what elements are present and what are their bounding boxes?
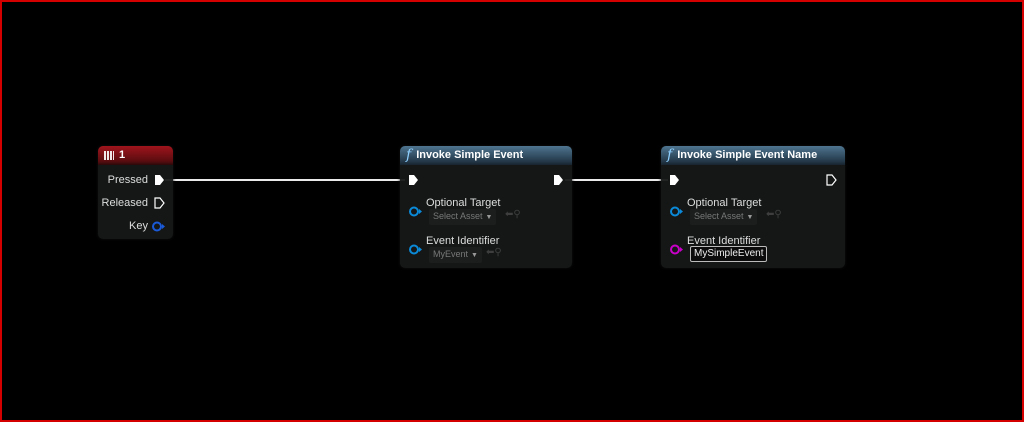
optional-target-pin[interactable] [670, 206, 683, 217]
chevron-down-icon: ▼ [485, 214, 493, 221]
function-icon: f [667, 147, 673, 163]
search-icon[interactable]: ⚲ [494, 247, 502, 258]
optional-target-pin[interactable] [409, 206, 422, 217]
pin-label-key: Key [129, 220, 148, 232]
pin-label-pressed: Pressed [107, 174, 148, 186]
arrow-left-icon[interactable]: ⬅ [505, 209, 514, 220]
event-identifier-label: Event Identifier [426, 235, 500, 247]
chevron-down-icon: ▼ [746, 214, 754, 221]
arrow-left-icon[interactable]: ⬅ [766, 209, 775, 220]
chevron-down-icon: ▼ [471, 252, 478, 259]
pin-label-released: Released [101, 197, 148, 209]
invoke-simple-event-name-node[interactable]: f Invoke Simple Event Name Optional Targ… [661, 146, 845, 268]
optional-target-dropdown[interactable]: Select Asset▼ [429, 209, 497, 225]
event-identifier-pin[interactable] [670, 244, 683, 255]
event-identifier-pin[interactable] [409, 244, 422, 255]
use-selected-icons[interactable]: ⬅⚲ [505, 209, 521, 220]
dropdown-value: MyEvent [433, 249, 469, 259]
exec-wire-1 [165, 179, 405, 181]
event-identifier-input[interactable]: MySimpleEvent [690, 246, 768, 262]
optional-target-label: Optional Target [687, 197, 762, 209]
exec-wire-2 [565, 179, 668, 181]
dropdown-value: Select Asset [694, 211, 744, 221]
optional-target-dropdown[interactable]: Select Asset▼ [690, 209, 758, 225]
invoke-simple-event-node[interactable]: f Invoke Simple Event Optional Target Se… [400, 146, 572, 268]
event-identifier-label: Event Identifier [687, 235, 761, 247]
node-header: f Invoke Simple Event Name [661, 146, 845, 165]
key-pin[interactable] [152, 221, 165, 232]
node-title: Invoke Simple Event [416, 149, 524, 161]
keyboard-icon [104, 151, 114, 160]
function-icon: f [406, 147, 412, 163]
search-icon[interactable]: ⚲ [774, 209, 782, 220]
arrow-left-icon[interactable]: ⬅ [486, 247, 495, 258]
event-identifier-dropdown[interactable]: MyEvent▼ [429, 247, 482, 263]
optional-target-label: Optional Target [426, 197, 501, 209]
node-title: Invoke Simple Event Name [677, 149, 818, 161]
use-selected-icons[interactable]: ⬅⚲ [486, 247, 502, 258]
use-selected-icons[interactable]: ⬅⚲ [766, 209, 782, 220]
dropdown-value: Select Asset [433, 211, 483, 221]
node-header: f Invoke Simple Event [400, 146, 572, 165]
node-header: 1 [98, 146, 173, 165]
key-event-node[interactable]: 1 Pressed Released Key [98, 146, 173, 239]
search-icon[interactable]: ⚲ [513, 209, 521, 220]
node-title: 1 [119, 149, 126, 161]
